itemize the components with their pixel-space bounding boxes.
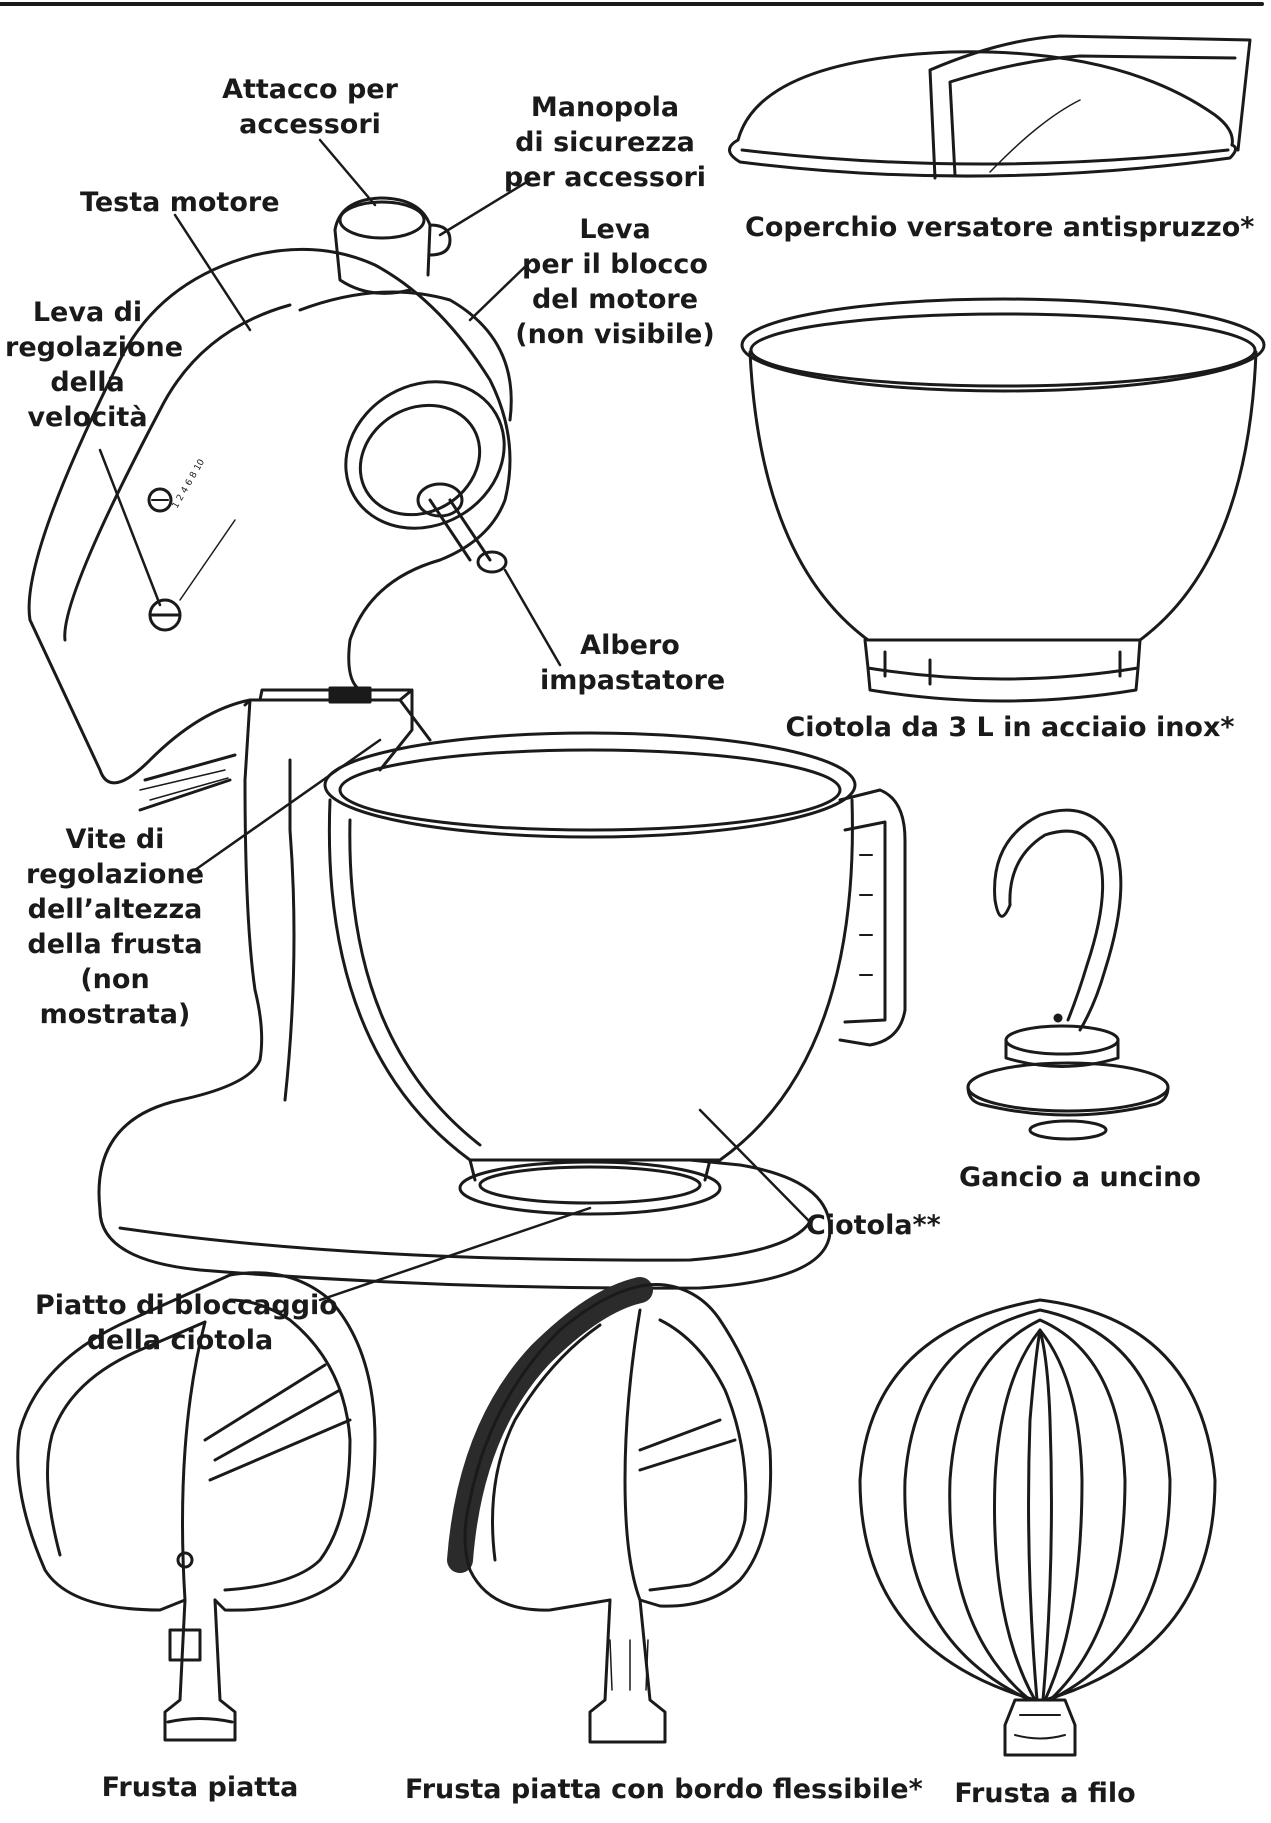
leader-beater-shaft <box>503 568 562 667</box>
label-lock-lever: Leva per il blocco del motore (non visib… <box>515 214 715 350</box>
main-bowl-illustration <box>323 731 907 1216</box>
caption-dough-hook: Gancio a uncino <box>959 1162 1201 1193</box>
leader-bowl <box>698 1108 812 1224</box>
label-bowl: Ciotola** <box>806 1210 941 1241</box>
dough-hook-illustration <box>966 808 1170 1141</box>
leader-height-screw <box>193 738 382 872</box>
wire-whip-illustration <box>858 1298 1217 1757</box>
steel-bowl-illustration <box>740 297 1266 703</box>
leader-clamping-plate <box>318 1206 592 1302</box>
leader-speed-lever <box>98 448 162 607</box>
flat-beater-illustration <box>16 1271 377 1742</box>
label-attachment-hub: Attacco per accessori <box>222 74 398 140</box>
leader-attachment-hub <box>318 138 377 207</box>
caption-steel-bowl: Ciotola da 3 L in acciaio inox* <box>785 712 1235 743</box>
leader-lines <box>98 138 812 1302</box>
flex-beater-illustration <box>447 1277 773 1744</box>
label-beater-shaft: Albero impastatore <box>540 630 726 696</box>
label-motor-head: Testa motore <box>80 187 280 218</box>
leader-motor-head <box>173 213 252 332</box>
leader-lock-lever <box>468 260 532 322</box>
leader-hub-knob <box>438 178 532 237</box>
label-speed-lever: Leva di regolazione della velocità <box>5 297 184 433</box>
caption-pouring-shield: Coperchio versatore antispruzzo* <box>745 212 1255 243</box>
label-hub-knob: Manopola di sicurezza per accessori <box>503 92 707 193</box>
caption-wire-whip: Frusta a filo <box>954 1778 1136 1809</box>
pouring-shield-illustration <box>728 34 1252 180</box>
label-clamping-plate: Piatto di bloccaggio della ciotola <box>35 1290 338 1356</box>
caption-flat-beater: Frusta piatta <box>101 1772 299 1803</box>
stand-mixer-illustration <box>27 196 832 1290</box>
caption-flex-beater: Frusta piatta con bordo flessibile* <box>405 1774 923 1805</box>
label-height-screw: Vite di regolazione dell’altezza della f… <box>25 824 205 1030</box>
